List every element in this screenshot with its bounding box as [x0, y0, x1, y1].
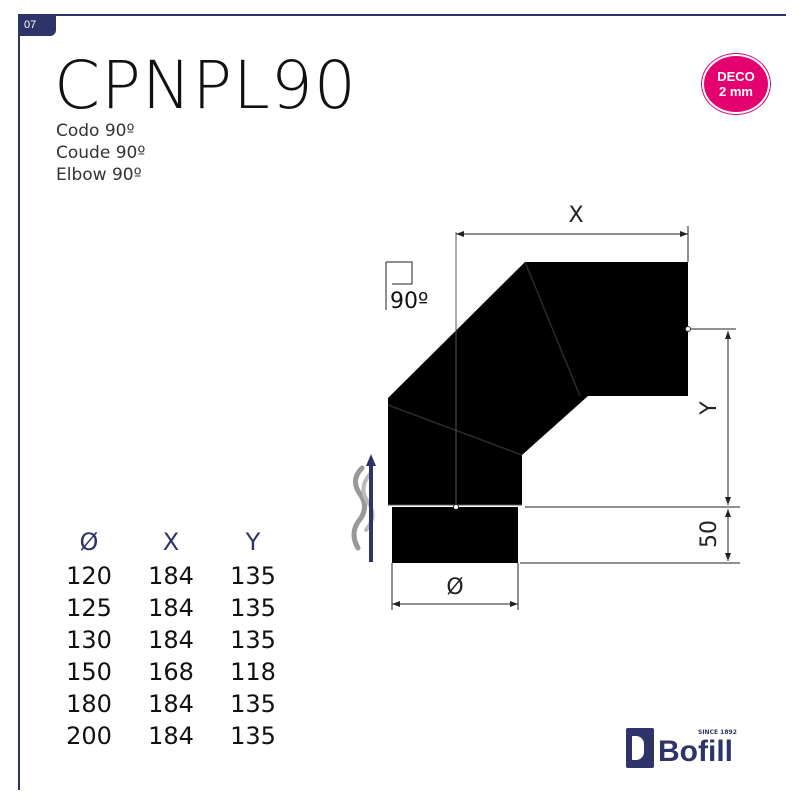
- bofill-logo: SINCE 1892 Bofill: [626, 728, 737, 768]
- flue-flow-icon: [351, 454, 376, 562]
- page-number: 07: [18, 14, 56, 36]
- cell-y: 118: [230, 658, 276, 686]
- badge-line2: 2 mm: [719, 84, 753, 99]
- frame-left-border: [18, 14, 20, 790]
- specs-header-row: Ø X Y: [48, 528, 294, 560]
- cell-x: 184: [148, 562, 194, 590]
- cell-diameter: 150: [66, 658, 112, 686]
- cell-y: 135: [230, 594, 276, 622]
- brand-name: Bofill: [658, 735, 733, 768]
- cell-y: 135: [230, 690, 276, 718]
- dim-x-label: X: [568, 203, 583, 228]
- deco-badge: DECO 2 mm: [704, 56, 768, 112]
- frame-top-border: [18, 14, 786, 16]
- cell-y: 135: [230, 562, 276, 590]
- cell-x: 184: [148, 722, 194, 750]
- dim-y-label: Y: [697, 401, 722, 416]
- elbow-socket: [392, 507, 518, 563]
- angle-label: 90º: [390, 289, 428, 314]
- specs-header-y: Y: [245, 528, 261, 556]
- table-row: 150 168 118: [48, 656, 294, 688]
- segment-seam-1: [387, 404, 523, 456]
- cell-x: 184: [148, 690, 194, 718]
- bofill-logo-icon: [626, 728, 654, 768]
- specs-table: Ø X Y 120 184 135 125 184 135 130 184 13…: [48, 528, 294, 752]
- product-name-en: Elbow 90º: [56, 165, 142, 185]
- product-name-es: Codo 90º: [56, 121, 135, 141]
- specs-header-diameter: Ø: [79, 528, 99, 556]
- cell-x: 168: [148, 658, 194, 686]
- dim-socket-label: 50: [697, 520, 722, 548]
- cell-y: 135: [230, 722, 276, 750]
- cell-diameter: 180: [66, 690, 112, 718]
- cell-y: 135: [230, 626, 276, 654]
- cell-diameter: 200: [66, 722, 112, 750]
- segment-seam-2: [524, 261, 581, 397]
- product-name-fr: Coude 90º: [56, 143, 146, 163]
- table-row: 120 184 135: [48, 560, 294, 592]
- specs-header-x: X: [162, 528, 180, 556]
- cell-diameter: 125: [66, 594, 112, 622]
- badge-line1: DECO: [717, 69, 755, 84]
- table-row: 125 184 135: [48, 592, 294, 624]
- cell-x: 184: [148, 594, 194, 622]
- brand-since: SINCE 1892: [698, 729, 737, 736]
- cell-diameter: 130: [66, 626, 112, 654]
- cell-x: 184: [148, 626, 194, 654]
- table-row: 130 184 135: [48, 624, 294, 656]
- angle-square-icon: [386, 261, 413, 285]
- centre-point: [453, 504, 459, 510]
- table-row: 180 184 135: [48, 688, 294, 720]
- elbow-body: [388, 262, 688, 505]
- product-names: Codo 90º Coude 90º Elbow 90º: [56, 120, 145, 186]
- cell-diameter: 120: [66, 562, 112, 590]
- dim-diameter-label: Ø: [446, 575, 463, 600]
- table-row: 200 184 135: [48, 720, 294, 752]
- product-code: CPNPL90: [54, 47, 357, 124]
